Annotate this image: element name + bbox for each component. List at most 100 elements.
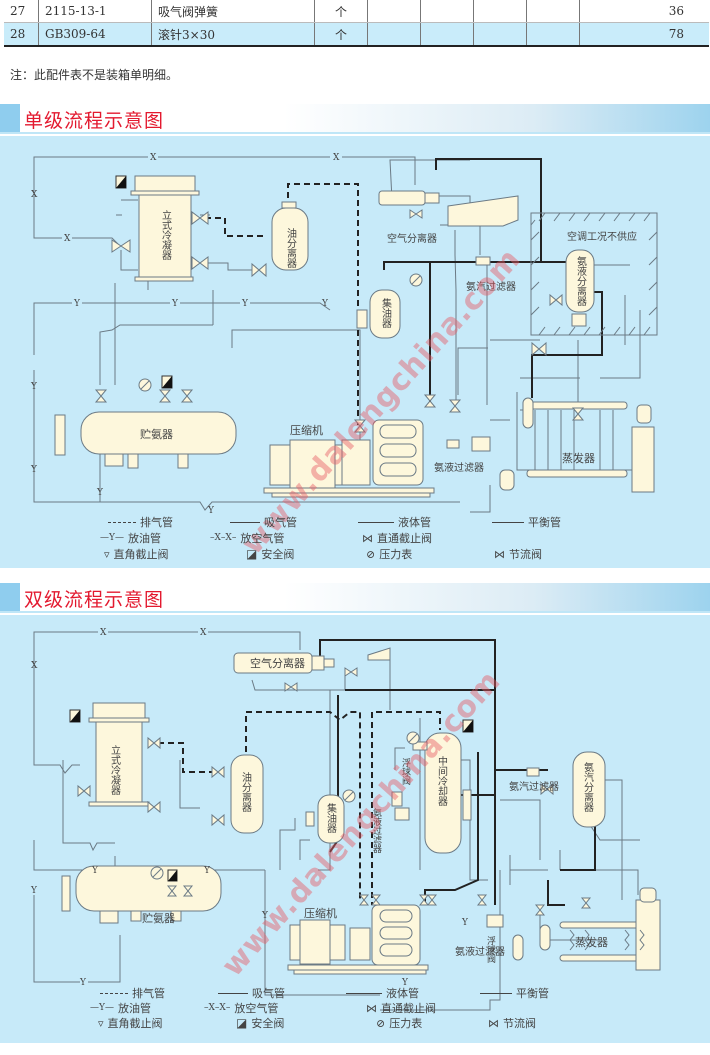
- legend-throttle-valve: ⋈ 节流阀: [494, 547, 542, 562]
- oil-collector: [317, 794, 345, 844]
- y-marker: Y: [261, 911, 269, 921]
- two-stage-legend: 排气管 吸气管 液体管 平衡管 —Y— 放油管 –X–X– 放空气管 ⋈ 直通截…: [0, 985, 710, 1040]
- diagram-part: [281, 201, 297, 209]
- diagram-part: [54, 414, 66, 456]
- diagram-part: [530, 231, 540, 241]
- diagram-part: [99, 910, 119, 924]
- condenser-head: [92, 702, 146, 719]
- legend-liquid-pipe: 液体管: [346, 985, 419, 1001]
- pipe-line: [440, 224, 481, 255]
- two-stage-svg: 空气分离器 立式冷凝器 油分离器 集油器 氨液过滤器 浮球阀 中间冷却器 氨汽过…: [30, 628, 661, 1011]
- pipe-line: [33, 631, 98, 660]
- row-name: 滚针3×30: [151, 22, 315, 47]
- legend-discharge-pipe: 排气管: [108, 514, 173, 530]
- diagram-part: [568, 326, 576, 336]
- single-stage-legend: 排气管 吸气管 液体管 平衡管 —Y— 放油管 –X–X– 放空气管 ⋈ 直通截…: [0, 514, 710, 564]
- stop-valve: [448, 399, 462, 413]
- diagram-part: [356, 309, 368, 329]
- diagram-part: [512, 934, 524, 961]
- label-compressor: 压缩机: [304, 906, 337, 920]
- pipe-line: [299, 839, 310, 860]
- pipe-line: [589, 824, 640, 841]
- y-marker: Y: [91, 866, 99, 876]
- pipe-line: [624, 929, 630, 951]
- two-stage-header: 双级流程示意图: [0, 583, 710, 613]
- stop-valve: [191, 211, 209, 225]
- pipe-line: [500, 799, 541, 860]
- balance-line-icon: [480, 992, 512, 994]
- diagram-part: [344, 791, 354, 801]
- y-marker: Y: [73, 299, 81, 309]
- ammonia-liquid-separator: [565, 249, 595, 313]
- label-ammonia-liquid-filter: 氨液过滤器: [434, 461, 484, 474]
- safety-valve: [115, 175, 173, 389]
- label-evaporator: 蒸发器: [562, 451, 595, 465]
- stop-valve: [426, 894, 438, 906]
- stop-valve: [418, 894, 430, 906]
- pipe-line: [88, 935, 121, 983]
- two-stage-title: 双级流程示意图: [24, 589, 165, 611]
- two-stage-diagram: 空气分离器 立式冷凝器 油分离器 集油器 氨液过滤器 浮球阀 中间冷却器 氨汽过…: [0, 615, 710, 1043]
- diagram-part: [598, 212, 606, 222]
- legend-discharge-pipe: 排气管: [100, 985, 165, 1001]
- single-stage-title: 单级流程示意图: [24, 110, 165, 132]
- diagram-part: [168, 870, 177, 881]
- label-vertical-condenser: 立式冷凝器: [109, 744, 121, 796]
- diagram-part: [287, 964, 429, 971]
- diagram-part: [648, 281, 658, 291]
- row-no: 27: [4, 0, 39, 23]
- diagram-part: [538, 212, 546, 222]
- diagram-part: [463, 720, 473, 732]
- diagram-part: [643, 212, 651, 222]
- y-marker: Y: [321, 299, 329, 309]
- x-line-icon: –X–X–: [204, 1003, 231, 1013]
- stop-valve: [580, 897, 592, 909]
- diagram-part: [130, 910, 142, 922]
- diagram-part: [177, 453, 189, 469]
- legend-oil-drain-pipe: —Y— 放油管: [90, 1002, 151, 1015]
- stop-valve: [540, 782, 554, 796]
- dashed-line-icon: [100, 992, 128, 994]
- x-marker: X: [200, 628, 207, 638]
- row-empty: [420, 22, 474, 47]
- pipe-line: [565, 869, 639, 895]
- pipe-line: [245, 711, 361, 900]
- diagram-part: [289, 439, 336, 491]
- diagram-part: [391, 791, 403, 807]
- oil-tank: [367, 647, 391, 661]
- stop-valve: [182, 885, 194, 897]
- throttle-valve: [284, 682, 298, 692]
- pipe-line: [376, 711, 441, 730]
- diagram-part: [553, 212, 561, 222]
- stop-valve: [94, 389, 108, 403]
- row-unit: 个: [314, 22, 368, 47]
- y-marker: Y: [30, 382, 38, 392]
- table-row: 28 GB309-64 滚针3×30 个 78: [4, 22, 709, 47]
- diagram-part: [628, 212, 636, 222]
- legend-angle-stop-valve: ▿ 直角截止阀: [98, 1016, 163, 1031]
- diagram-part: [379, 462, 417, 477]
- diagram-part: [349, 927, 371, 961]
- x-marker: X: [64, 234, 71, 244]
- diagram-part: 立式冷凝器 油分离器 空气分离器 空调工况不供应 氨液分离器 氨汽过滤器 集油器…: [140, 209, 637, 474]
- diagram-part: [88, 801, 150, 807]
- x-marker: X: [31, 190, 38, 200]
- diagram-part: [94, 209, 585, 433]
- legend-balance-pipe: 平衡管: [480, 985, 549, 1001]
- diagram-part: [394, 807, 410, 821]
- pipe-line: [200, 262, 252, 271]
- label-intercooler: 中间冷却器: [436, 755, 448, 807]
- diagram-part: [379, 943, 413, 957]
- diagram-part: [648, 306, 658, 316]
- diagram-part: [530, 212, 658, 336]
- row-qty: 78: [579, 22, 709, 47]
- pipe-line: [33, 840, 90, 871]
- y-marker: Y: [96, 488, 104, 498]
- label-air-separator: 空气分离器: [387, 232, 437, 245]
- diagram-part: [568, 212, 576, 222]
- pipe-line: [639, 929, 645, 951]
- y-marker: Y: [207, 506, 215, 516]
- y-marker: Y: [171, 299, 179, 309]
- diagram-part: [598, 326, 606, 336]
- label-air-separator: 空气分离器: [250, 656, 305, 670]
